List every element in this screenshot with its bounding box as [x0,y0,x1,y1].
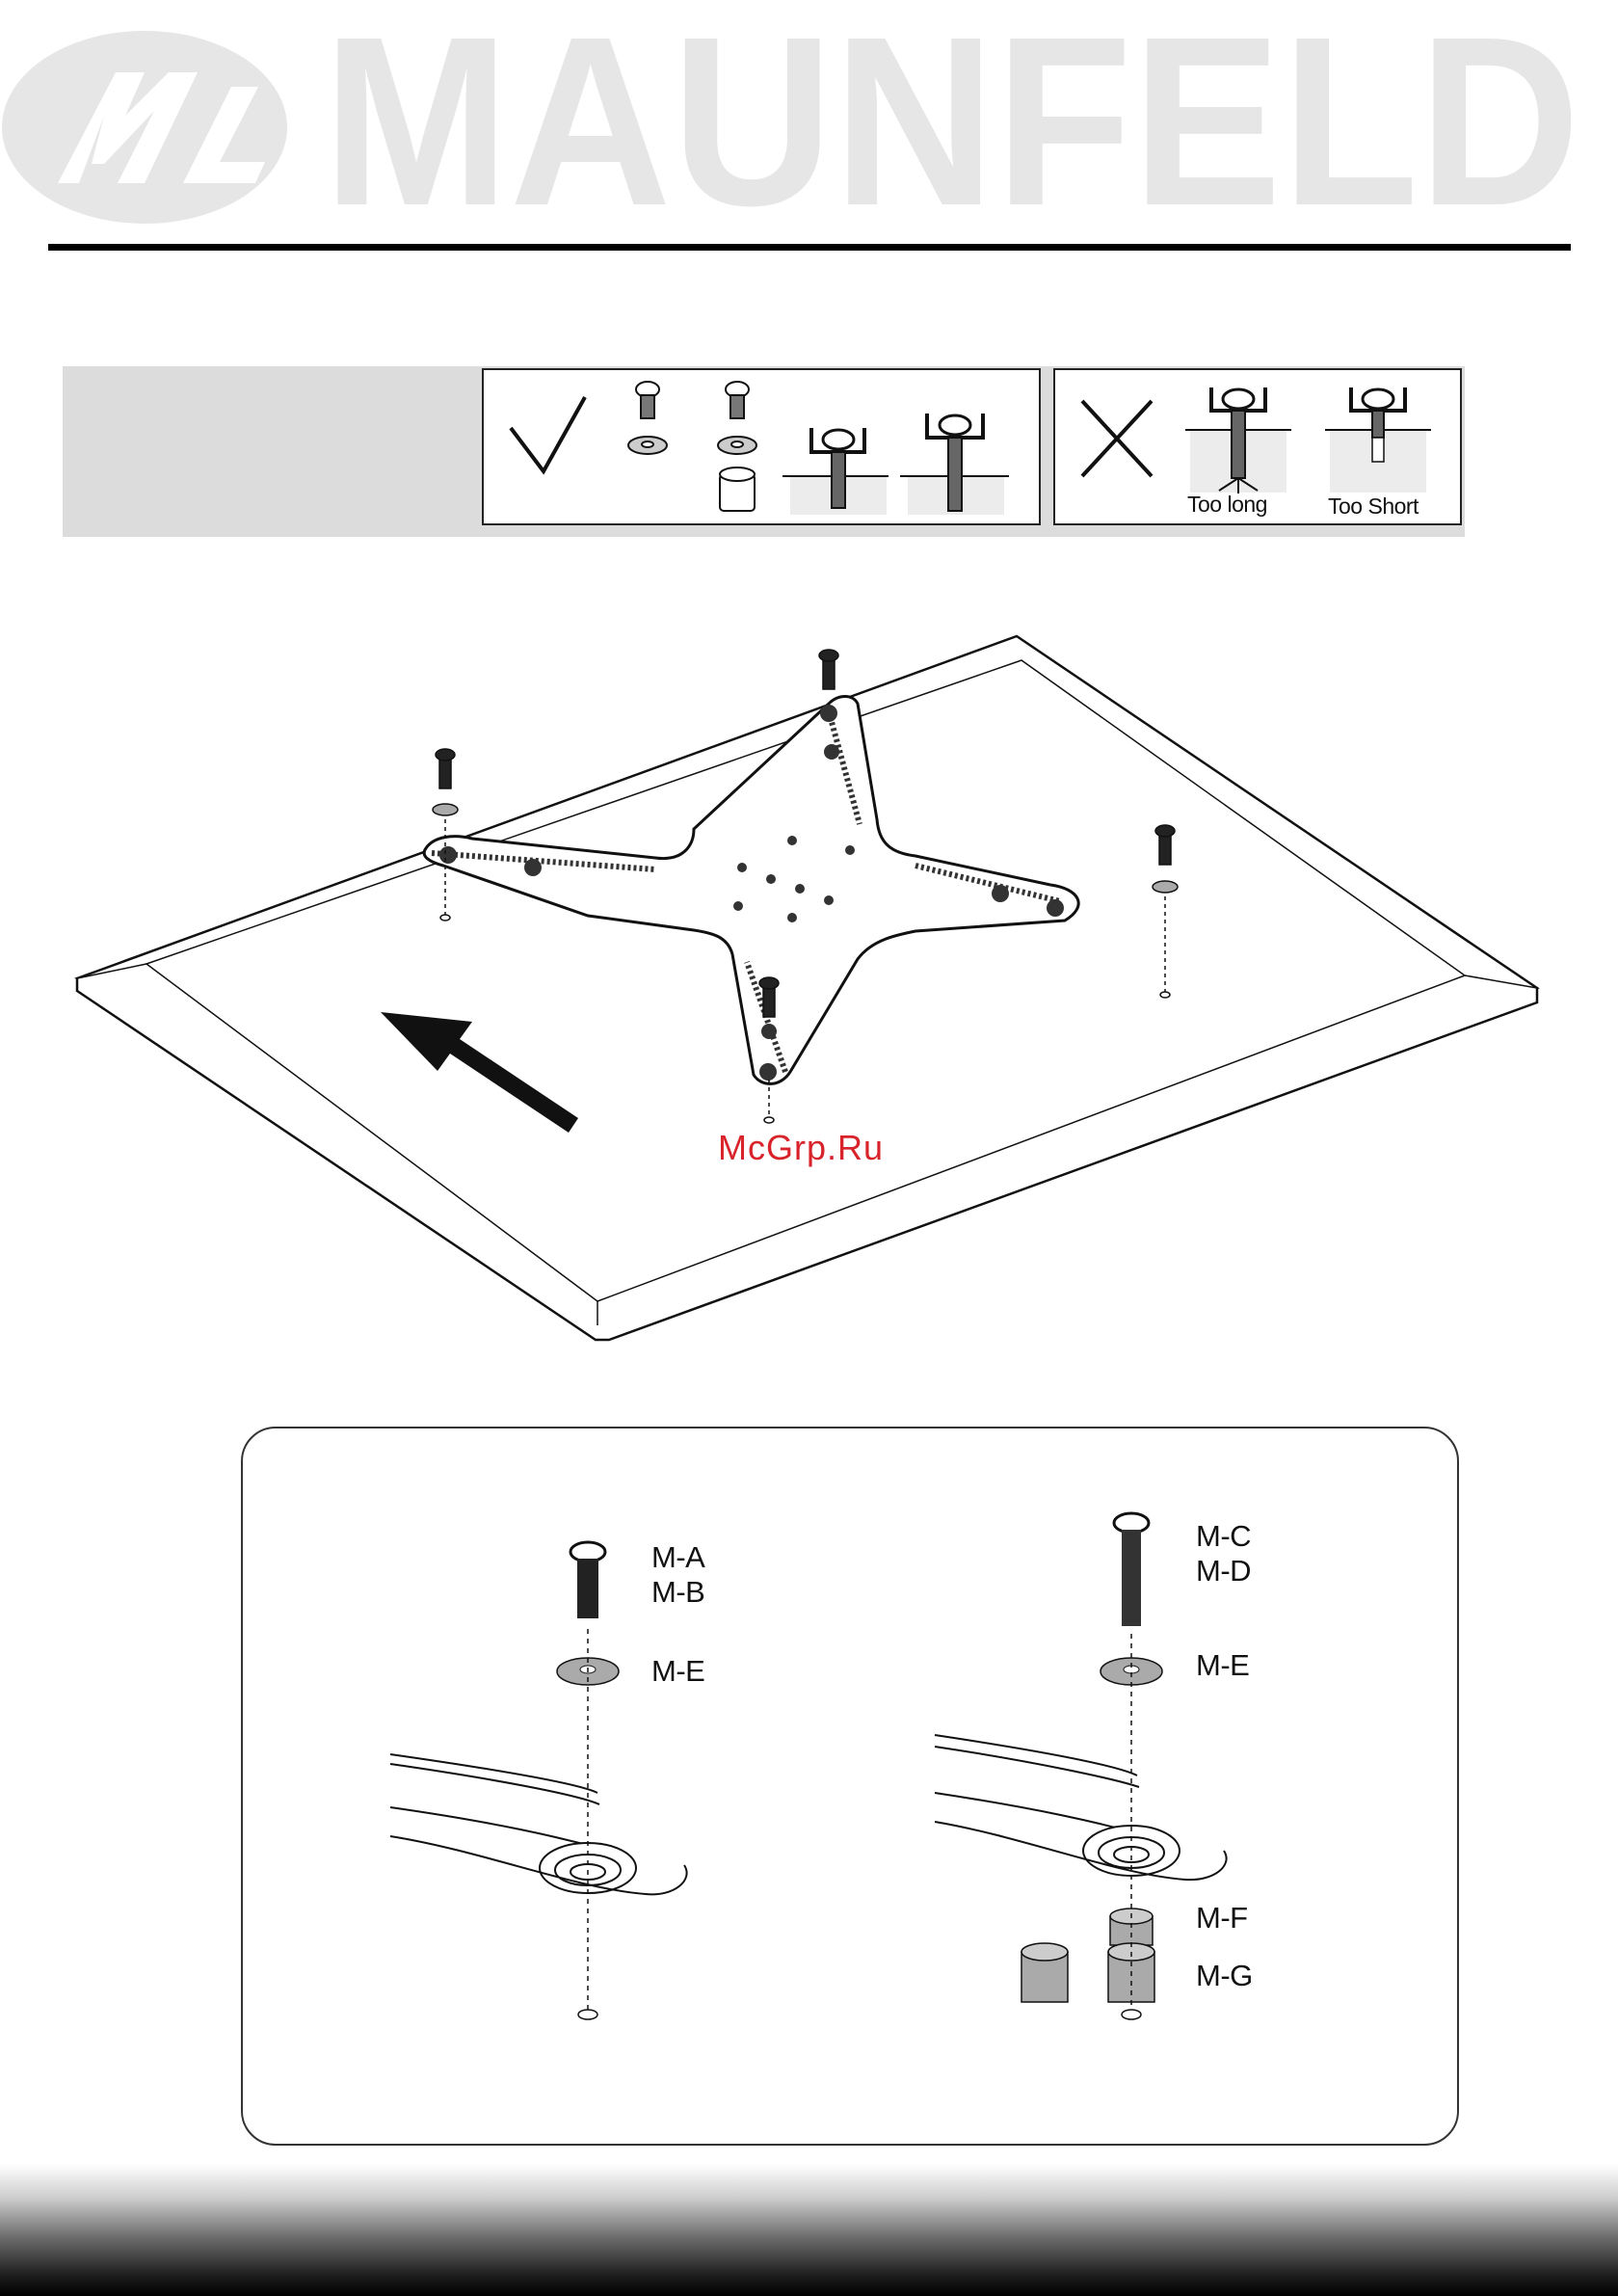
maunfeld-logo: MAUNFELD [0,0,1618,251]
long-screw-assembly [935,1513,1227,2019]
correct-screw-box [482,368,1041,525]
screw-washer-spacer-icon [718,382,756,511]
logo-emblem [2,31,287,224]
correct-depth-icon [782,428,889,515]
check-icon [511,397,585,471]
spacer-label-mg: M-G [1196,1959,1253,1993]
spacer-label-mf: M-F [1196,1901,1248,1936]
washer-label-left: M-E [651,1654,704,1689]
cross-icon [1082,401,1152,476]
bracket-mounting-illustration [67,627,1552,1349]
screw-label-ma: M-A [651,1540,704,1575]
hardware-detail-illustration [241,1427,1459,2146]
screw-with-washer-icon [628,382,667,454]
correct-depth-spacer-icon [900,414,1009,515]
screw-label-mc: M-C [1196,1519,1251,1554]
too-long-label: Too long [1187,492,1267,518]
screw-label-mb: M-B [651,1575,704,1610]
correct-screw-illustration [484,370,1039,523]
watermark-text: McGrp.Ru [718,1128,884,1168]
logo-wordmark: MAUNFELD [323,0,1580,251]
short-screw-assembly [390,1542,687,2019]
screw-label-md: M-D [1196,1554,1251,1589]
header-rule [48,244,1571,251]
too-short-screw-icon [1325,387,1431,493]
too-short-label: Too Short [1328,494,1419,520]
footer-band [0,2164,1618,2296]
washer-label-right: M-E [1196,1648,1249,1683]
too-long-screw-icon [1185,387,1291,494]
